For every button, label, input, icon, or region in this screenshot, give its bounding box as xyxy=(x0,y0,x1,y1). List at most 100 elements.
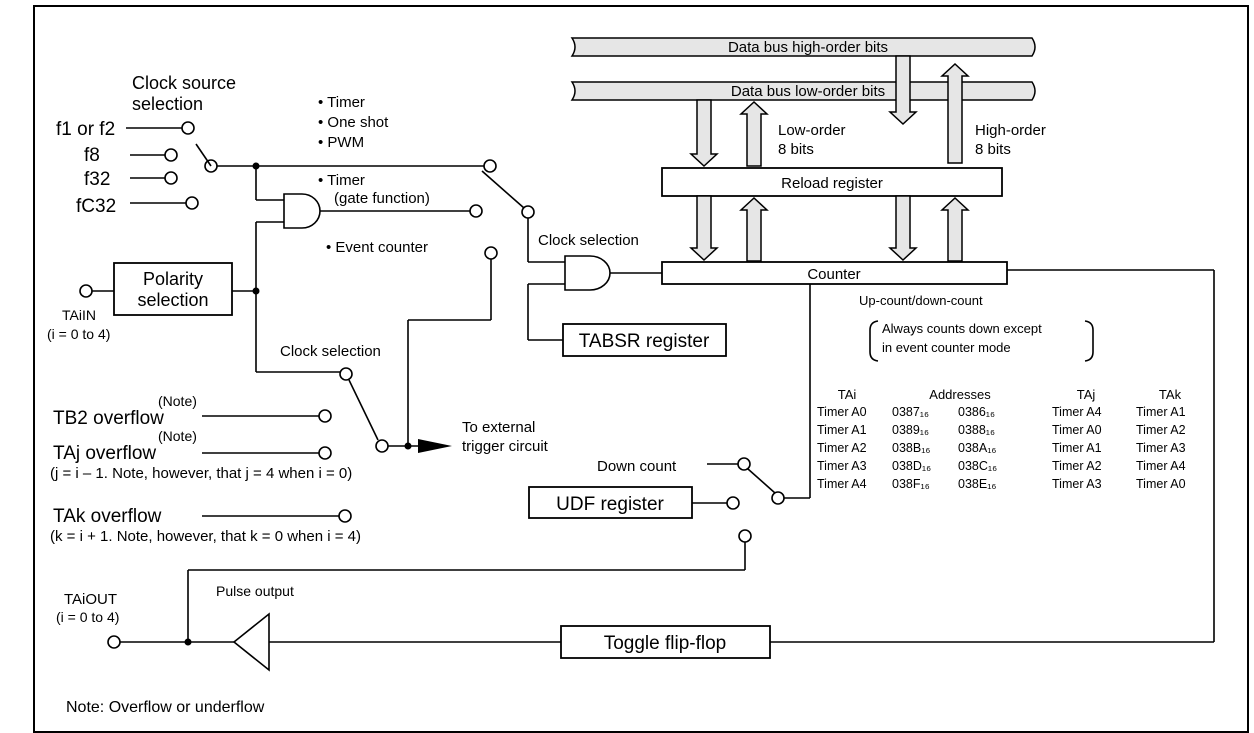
taj-overflow-label: TAj overflow xyxy=(53,443,156,464)
table-row-addr-low: 0388₁₆ xyxy=(958,423,995,437)
footnote: Note: Overflow or underflow xyxy=(66,699,265,716)
timer-mode-terminal xyxy=(483,159,497,173)
table-row-taj: Timer A3 xyxy=(1052,477,1102,491)
f32-label: f32 xyxy=(84,169,110,190)
table-row-addr-high: 0387₁₆ xyxy=(892,405,929,419)
junction-dot-2 xyxy=(252,287,260,295)
table-row-tai: Timer A3 xyxy=(817,459,867,473)
tb2-overflow-label: TB2 overflow xyxy=(53,408,164,429)
counter-to-reload-arrow-low xyxy=(739,196,769,262)
high-order-label: High-order xyxy=(975,122,1046,139)
tak-overflow-label: TAk overflow xyxy=(53,506,162,527)
polarity-selection-box xyxy=(113,262,233,316)
external-trigger-label: To external xyxy=(462,419,535,436)
table-row-addr-low: 0386₁₆ xyxy=(958,405,995,419)
data-bus-high-label: Data bus high-order bits xyxy=(728,39,888,56)
tai-in-label: TAiIN xyxy=(62,307,96,323)
external-trigger-arrow xyxy=(418,439,452,453)
mode-gate-function-label: (gate function) xyxy=(334,190,430,207)
updown-switch-terminal xyxy=(771,491,785,505)
tai-out-terminal xyxy=(107,635,121,649)
tb2-overflow-terminal xyxy=(318,409,332,423)
table-row-tak: Timer A1 xyxy=(1136,405,1186,419)
counter-label: Counter xyxy=(807,266,860,283)
table-row-taj: Timer A4 xyxy=(1052,405,1102,419)
data-bus-high xyxy=(570,37,1036,57)
address-table: TAi Addresses TAj TAk Timer A0 0387₁₆ 03… xyxy=(817,387,1186,491)
table-row-tai: Timer A4 xyxy=(817,477,867,491)
output-switch-terminal xyxy=(738,529,752,543)
diagram-frame xyxy=(33,5,1249,733)
taj-note: (Note) xyxy=(158,428,197,444)
updown-bracket-left xyxy=(869,320,879,362)
table-row-tai: Timer A2 xyxy=(817,441,867,455)
clock-selection-label-2: Clock selection xyxy=(280,343,381,360)
data-bus-low-label: Data bus low-order bits xyxy=(731,83,885,100)
table-row-addr-high: 038F₁₆ xyxy=(892,477,930,491)
low-bus-down-arrow xyxy=(689,99,719,168)
tabsr-register-label: TABSR register xyxy=(579,331,710,352)
event-counter-terminal xyxy=(484,246,498,260)
mode-timer-gate-label: • Timer xyxy=(318,172,365,189)
updown-title: Up-count/down-count xyxy=(859,293,983,308)
tak-condition: (k = i + 1. Note, however, that k = 0 wh… xyxy=(50,528,361,545)
tak-overflow-terminal xyxy=(338,509,352,523)
high-order-bits-label: 8 bits xyxy=(975,141,1011,158)
pulse-output-buffer xyxy=(232,612,270,672)
table-row-tak: Timer A4 xyxy=(1136,459,1186,473)
table-row-addr-high: 0389₁₆ xyxy=(892,423,929,437)
fc32-label: fC32 xyxy=(76,196,116,217)
mode-switch-terminal xyxy=(521,205,535,219)
clock-source-subtitle: selection xyxy=(132,94,203,114)
f8-terminal xyxy=(164,148,178,162)
udf-terminal xyxy=(726,496,740,510)
table-row-addr-high: 038B₁₆ xyxy=(892,441,930,455)
gate-mode-terminal xyxy=(469,204,483,218)
table-row-tai: Timer A1 xyxy=(817,423,867,437)
f8-label: f8 xyxy=(84,145,100,166)
mode-one-shot-label: • One shot xyxy=(318,114,389,131)
updown-line1: Always counts down except xyxy=(882,321,1042,336)
f1-f2-terminal xyxy=(181,121,195,135)
high-bus-up-arrow xyxy=(940,62,970,164)
fc32-terminal xyxy=(185,196,199,210)
mode-timer-label: • Timer xyxy=(318,94,365,111)
table-row-tak: Timer A0 xyxy=(1136,477,1186,491)
tai-in-terminal xyxy=(79,284,93,298)
mode-pwm-label: • PWM xyxy=(318,134,364,151)
reload-to-counter-arrow-high xyxy=(888,195,918,262)
updown-line2: in event counter mode xyxy=(882,340,1011,355)
pulse-output-label: Pulse output xyxy=(216,583,294,599)
taj-condition: (j = i – 1. Note, however, that j = 4 wh… xyxy=(50,465,352,482)
tb2-note: (Note) xyxy=(158,393,197,409)
down-count-label: Down count xyxy=(597,458,677,475)
reload-register-label: Reload register xyxy=(781,175,883,192)
down-count-terminal xyxy=(737,457,751,471)
tai-out-range: (i = 0 to 4) xyxy=(56,609,119,625)
trigger-circuit-label: trigger circuit xyxy=(462,438,549,455)
table-row-taj: Timer A0 xyxy=(1052,423,1102,437)
table-row-tak: Timer A2 xyxy=(1136,423,1186,437)
f32-terminal xyxy=(164,171,178,185)
mode-event-counter-label: • Event counter xyxy=(326,239,428,256)
udf-register-label: UDF register xyxy=(556,494,664,515)
polarity-selection-label: selection xyxy=(137,290,208,310)
low-order-label: Low-order xyxy=(778,122,846,139)
table-row-tak: Timer A3 xyxy=(1136,441,1186,455)
junction-dot-3 xyxy=(404,442,412,450)
taj-overflow-terminal xyxy=(318,446,332,460)
reload-register xyxy=(661,167,1003,197)
table-row-addr-low: 038C₁₆ xyxy=(958,459,997,473)
table-row-addr-high: 038D₁₆ xyxy=(892,459,931,473)
clock-selection-label-1: Clock selection xyxy=(538,232,639,249)
low-bus-up-arrow xyxy=(739,100,769,167)
table-row-taj: Timer A1 xyxy=(1052,441,1102,455)
gate-function-and-gate xyxy=(283,193,321,229)
data-bus-low xyxy=(570,81,1036,101)
reload-to-counter-arrow-low xyxy=(689,195,719,262)
clock-source-title: Clock source xyxy=(132,73,236,93)
toggle-flip-flop-label: Toggle flip-flop xyxy=(604,633,727,654)
table-row-addr-low: 038A₁₆ xyxy=(958,441,996,455)
clock-select-terminal xyxy=(339,367,353,381)
